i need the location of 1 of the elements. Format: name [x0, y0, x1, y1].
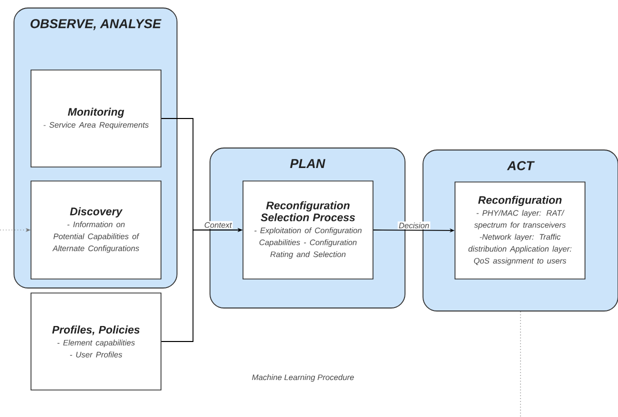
dotted-line [520, 311, 521, 417]
